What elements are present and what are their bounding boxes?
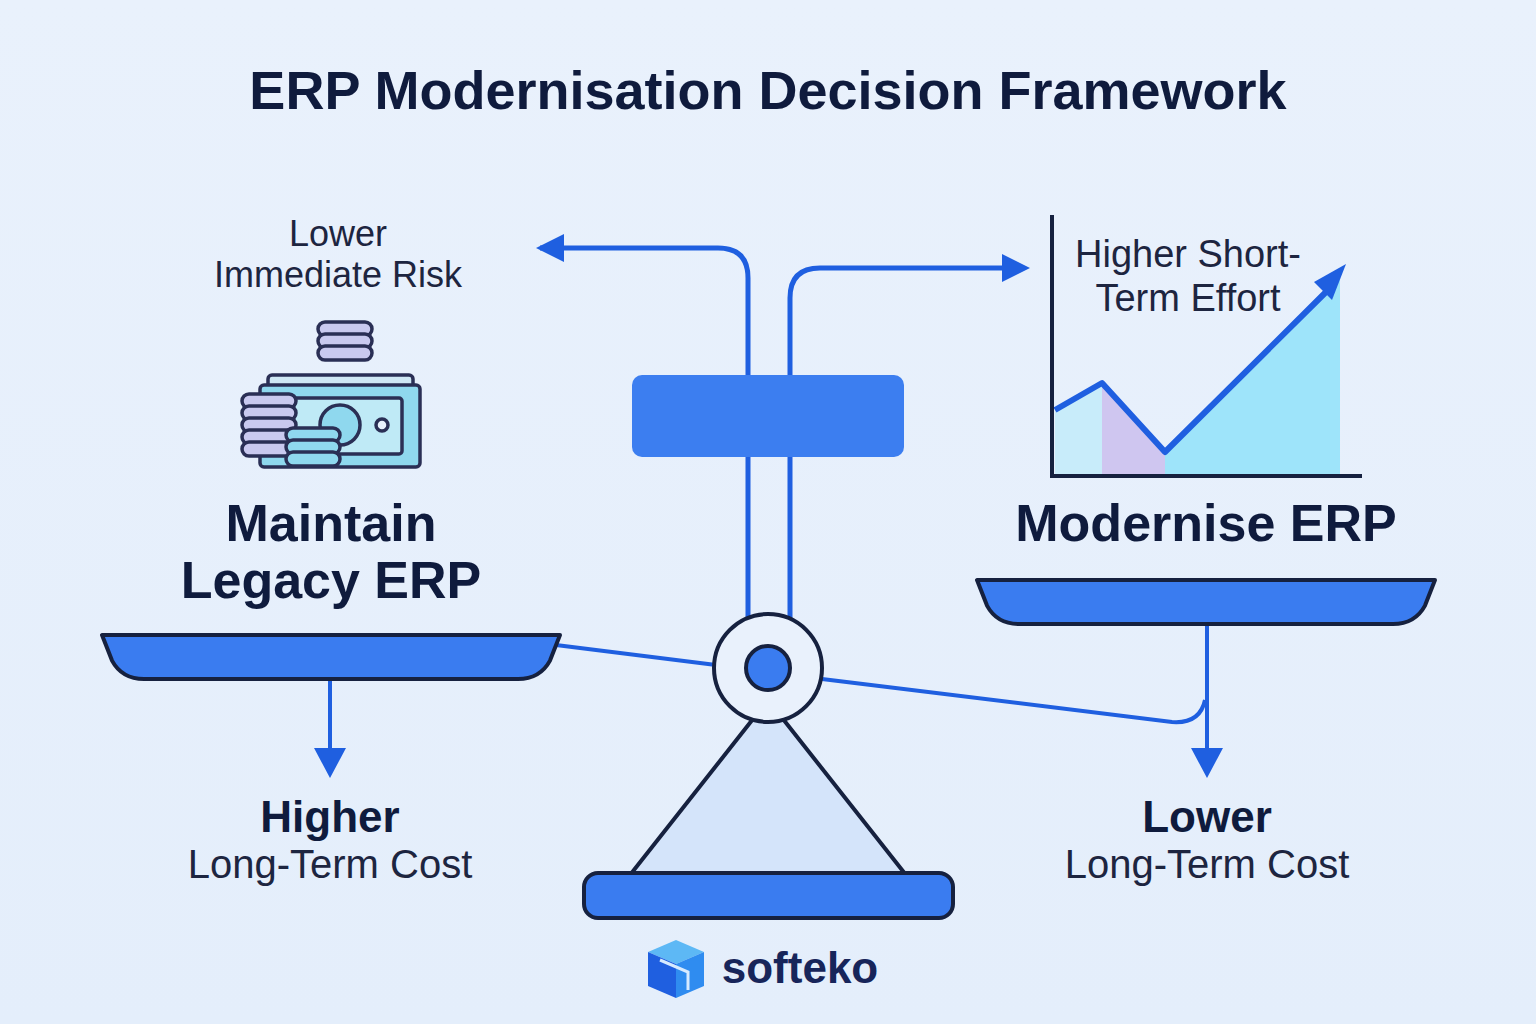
- arrow-head: [314, 748, 346, 778]
- title: ERP Modernisation Decision Framework: [249, 59, 1286, 121]
- cost-level: Lower: [1142, 792, 1272, 843]
- down-arrow: [328, 680, 332, 752]
- beam: [822, 679, 1205, 722]
- arrow-head: [1002, 254, 1030, 282]
- down-arrow: [1205, 624, 1209, 752]
- arrow-head: [1191, 748, 1223, 778]
- cross-bar: [632, 375, 904, 457]
- risk-note: Lower Immediate Risk: [207, 213, 469, 296]
- pan-shape: [977, 580, 1435, 624]
- brand-name: softeko: [722, 943, 878, 994]
- growth-chart-icon: [1052, 215, 1362, 476]
- cost-caption: Long-Term Cost: [1065, 841, 1350, 887]
- money-icon: [242, 322, 420, 467]
- pivot: [714, 614, 822, 722]
- pan-shape: [102, 635, 560, 679]
- stand-base: [584, 873, 953, 918]
- option-heading: Maintain Legacy ERP: [166, 495, 496, 609]
- scale-pan: Maintain Legacy ERP: [100, 495, 562, 683]
- cost-caption: Long-Term Cost: [188, 841, 473, 887]
- stand: [630, 700, 906, 875]
- option-heading: Modernise ERP: [986, 495, 1426, 552]
- pan-outline: [975, 578, 1437, 628]
- pan-outline: [100, 633, 562, 683]
- pivot-pin: [746, 646, 790, 690]
- effort-note: Higher Short-Term Effort: [1068, 233, 1308, 320]
- beam: [556, 645, 716, 665]
- logo-icon: [648, 940, 704, 998]
- arrow-head: [536, 234, 564, 262]
- scale-pan: Modernise ERP: [975, 495, 1437, 628]
- cost-level: Higher: [260, 792, 399, 843]
